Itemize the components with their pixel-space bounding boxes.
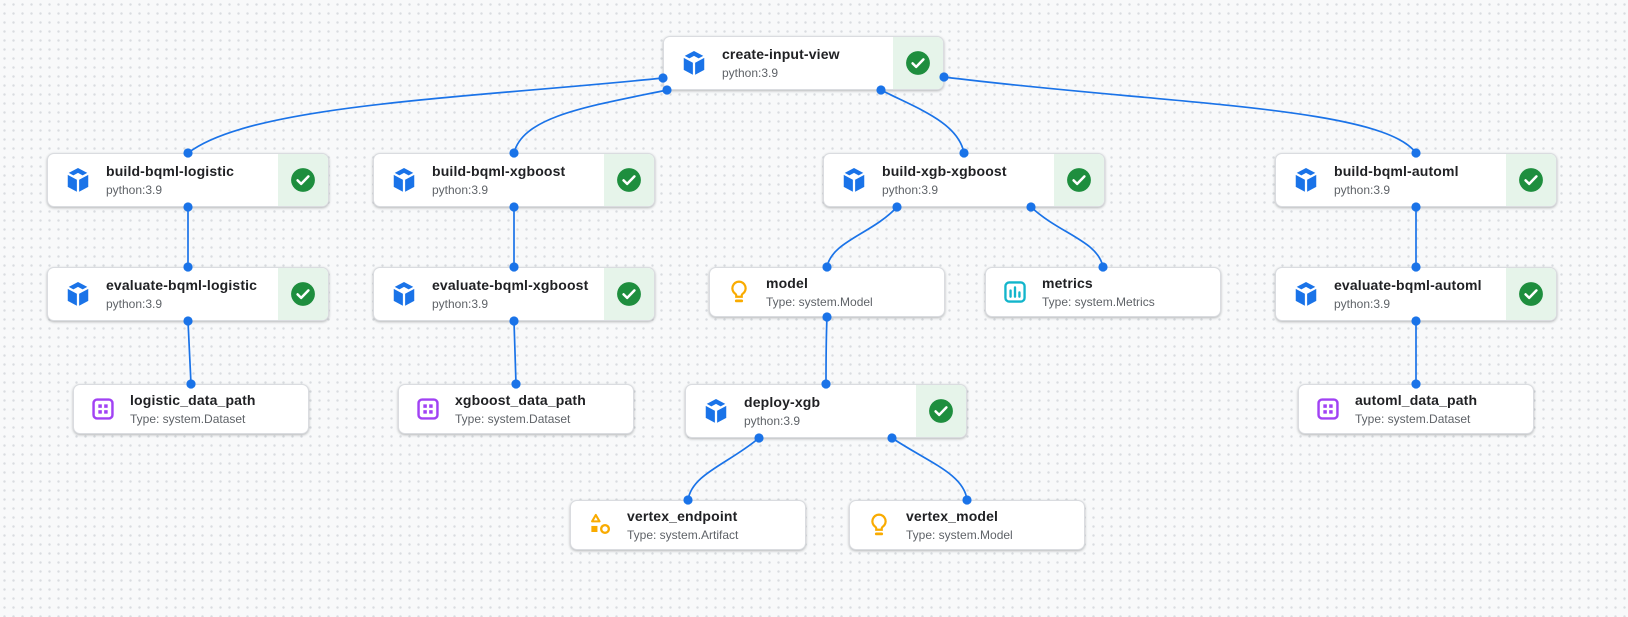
- node-build-bqml-automl[interactable]: build-bqml-automl python:3.9: [1275, 153, 1557, 207]
- status-succeeded-badge: [916, 385, 966, 437]
- edge-create-input-view-to-build-xgb-xgboost: [876, 85, 969, 158]
- node-subtitle: python:3.9: [432, 296, 489, 311]
- node-title: create-input-view: [722, 46, 840, 63]
- component-icon: [1291, 279, 1321, 309]
- node-evaluate-bqml-automl[interactable]: evaluate-bqml-automl python:3.9: [1275, 267, 1557, 321]
- node-automl_data_path[interactable]: automl_data_path Type: system.Dataset: [1298, 384, 1534, 434]
- edge-build-xgb-xgboost-to-model: [822, 202, 902, 272]
- node-title: evaluate-bqml-automl: [1334, 277, 1482, 294]
- node-subtitle: python:3.9: [106, 182, 163, 197]
- edge-create-input-view-to-build-bqml-logistic: [183, 73, 668, 158]
- node-build-xgb-xgboost[interactable]: build-xgb-xgboost python:3.9: [823, 153, 1105, 207]
- component-icon: [1291, 165, 1321, 195]
- edge-build-xgb-xgboost-to-metrics: [1026, 202, 1108, 272]
- node-title: metrics: [1042, 275, 1093, 292]
- edge-deploy-xgb-to-vertex_endpoint: [683, 433, 764, 505]
- model-icon: [865, 511, 893, 539]
- component-icon: [679, 48, 709, 78]
- node-title: xgboost_data_path: [455, 392, 586, 409]
- node-title: evaluate-bqml-xgboost: [432, 277, 589, 294]
- node-title: vertex_endpoint: [627, 508, 738, 525]
- status-succeeded-badge: [893, 37, 943, 89]
- node-title: vertex_model: [906, 508, 999, 525]
- dataset-icon: [414, 395, 442, 423]
- edge-model-to-deploy-xgb: [821, 312, 832, 389]
- node-subtitle: python:3.9: [882, 182, 939, 197]
- node-subtitle: python:3.9: [1334, 296, 1391, 311]
- artifact-icon: [586, 511, 614, 539]
- node-subtitle: python:3.9: [744, 413, 801, 428]
- node-subtitle: python:3.9: [432, 182, 489, 197]
- edge-deploy-xgb-to-vertex_model: [887, 433, 972, 505]
- node-title: deploy-xgb: [744, 394, 821, 411]
- node-subtitle: python:3.9: [1334, 182, 1391, 197]
- node-build-bqml-logistic[interactable]: build-bqml-logistic python:3.9: [47, 153, 329, 207]
- node-subtitle: Type: system.Model: [906, 527, 1013, 542]
- node-subtitle: Type: system.Dataset: [1355, 411, 1471, 426]
- node-create-input-view[interactable]: create-input-view python:3.9: [663, 36, 944, 90]
- dataset-icon: [89, 395, 117, 423]
- node-logistic_data_path[interactable]: logistic_data_path Type: system.Dataset: [73, 384, 309, 434]
- node-subtitle: python:3.9: [722, 65, 779, 80]
- node-subtitle: Type: system.Model: [766, 294, 873, 309]
- component-icon: [389, 165, 419, 195]
- status-succeeded-badge: [604, 268, 654, 320]
- node-title: build-bqml-logistic: [106, 163, 235, 180]
- node-title: model: [766, 275, 808, 292]
- node-title: evaluate-bqml-logistic: [106, 277, 258, 294]
- status-succeeded-badge: [1506, 154, 1556, 206]
- node-vertex_endpoint[interactable]: vertex_endpoint Type: system.Artifact: [570, 500, 806, 550]
- node-title: automl_data_path: [1355, 392, 1478, 409]
- edge-create-input-view-to-build-bqml-automl: [939, 72, 1421, 158]
- edge-evaluate-bqml-xgboost-to-xgboost_data_path: [509, 316, 521, 389]
- edge-create-input-view-to-build-bqml-xgboost: [509, 85, 672, 158]
- node-title: logistic_data_path: [130, 392, 256, 409]
- component-icon: [839, 165, 869, 195]
- component-icon: [701, 396, 731, 426]
- status-succeeded-badge: [604, 154, 654, 206]
- node-build-bqml-xgboost[interactable]: build-bqml-xgboost python:3.9: [373, 153, 655, 207]
- node-title: build-bqml-xgboost: [432, 163, 566, 180]
- component-icon: [63, 165, 93, 195]
- status-succeeded-badge: [278, 268, 328, 320]
- node-title: build-xgb-xgboost: [882, 163, 1007, 180]
- dataset-icon: [1314, 395, 1342, 423]
- node-model[interactable]: model Type: system.Model: [709, 267, 945, 317]
- node-deploy-xgb[interactable]: deploy-xgb python:3.9: [685, 384, 967, 438]
- node-xgboost_data_path[interactable]: xgboost_data_path Type: system.Dataset: [398, 384, 634, 434]
- node-vertex_model[interactable]: vertex_model Type: system.Model: [849, 500, 1085, 550]
- node-metrics[interactable]: metrics Type: system.Metrics: [985, 267, 1221, 317]
- status-succeeded-badge: [1506, 268, 1556, 320]
- node-evaluate-bqml-logistic[interactable]: evaluate-bqml-logistic python:3.9: [47, 267, 329, 321]
- node-subtitle: python:3.9: [106, 296, 163, 311]
- edge-evaluate-bqml-logistic-to-logistic_data_path: [183, 316, 196, 389]
- model-icon: [725, 278, 753, 306]
- metrics-icon: [1001, 278, 1029, 306]
- component-icon: [389, 279, 419, 309]
- node-subtitle: Type: system.Artifact: [627, 527, 739, 542]
- node-subtitle: Type: system.Dataset: [455, 411, 571, 426]
- component-icon: [63, 279, 93, 309]
- node-subtitle: Type: system.Metrics: [1042, 294, 1155, 309]
- status-succeeded-badge: [1054, 154, 1104, 206]
- node-title: build-bqml-automl: [1334, 163, 1459, 180]
- node-evaluate-bqml-xgboost[interactable]: evaluate-bqml-xgboost python:3.9: [373, 267, 655, 321]
- node-subtitle: Type: system.Dataset: [130, 411, 246, 426]
- status-succeeded-badge: [278, 154, 328, 206]
